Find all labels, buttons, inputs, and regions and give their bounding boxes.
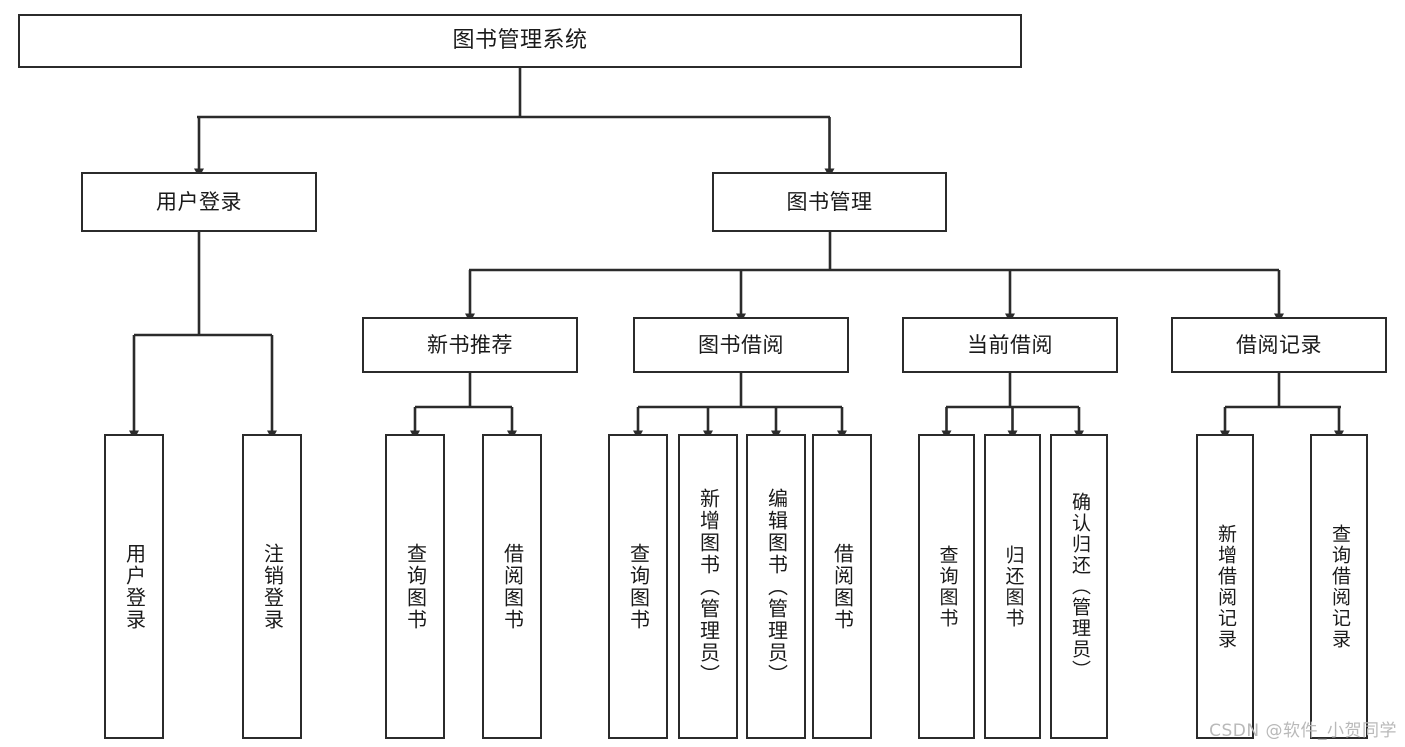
node-root[interactable]: 图书管理系统	[18, 14, 1022, 68]
node-label-root: 图书管理系统	[452, 28, 588, 54]
node-label-new-book-rec: 新书推荐	[427, 332, 513, 357]
node-current-borrow[interactable]: 当前借阅	[902, 317, 1118, 373]
node-new-book-rec[interactable]: 新书推荐	[362, 317, 578, 373]
node-label-leaf-query-book-2: 查询图书	[626, 542, 651, 631]
node-label-leaf-borrow-book-2: 借阅图书	[830, 542, 855, 631]
node-leaf-confirm-return[interactable]: 确认归还（管理员）	[1050, 434, 1108, 739]
node-label-leaf-query-book-3: 查询图书	[936, 544, 959, 629]
node-leaf-edit-book[interactable]: 编辑图书（管理员）	[746, 434, 806, 739]
node-user-login[interactable]: 用户登录	[81, 172, 317, 232]
node-label-leaf-user-logout: 注销登录	[260, 542, 285, 631]
node-leaf-query-book-1[interactable]: 查询图书	[385, 434, 445, 739]
csdn-watermark: CSDN @软件_小贺同学	[1209, 721, 1397, 741]
node-leaf-add-record[interactable]: 新增借阅记录	[1196, 434, 1254, 739]
node-leaf-user-login[interactable]: 用户登录	[104, 434, 164, 739]
node-leaf-query-record[interactable]: 查询借阅记录	[1310, 434, 1368, 739]
node-label-leaf-query-record: 查询借阅记录	[1328, 523, 1351, 650]
node-label-book-borrow: 图书借阅	[698, 332, 784, 357]
node-label-leaf-confirm-return: 确认归还（管理员）	[1068, 492, 1091, 681]
edges-group	[129, 68, 1344, 440]
node-book-borrow[interactable]: 图书借阅	[633, 317, 849, 373]
node-leaf-query-book-2[interactable]: 查询图书	[608, 434, 668, 739]
node-label-leaf-return-book: 归还图书	[1002, 544, 1025, 629]
node-label-borrow-record: 借阅记录	[1236, 332, 1322, 357]
node-label-leaf-user-login: 用户登录	[122, 542, 147, 631]
node-book-manage[interactable]: 图书管理	[712, 172, 947, 232]
node-label-leaf-query-book-1: 查询图书	[403, 542, 428, 631]
node-borrow-record[interactable]: 借阅记录	[1171, 317, 1387, 373]
node-label-leaf-edit-book: 编辑图书（管理员）	[764, 487, 789, 686]
node-label-leaf-add-book: 新增图书（管理员）	[696, 487, 721, 686]
node-label-leaf-add-record: 新增借阅记录	[1214, 523, 1237, 650]
node-label-current-borrow: 当前借阅	[967, 332, 1053, 357]
node-label-book-manage: 图书管理	[786, 189, 873, 214]
node-leaf-query-book-3[interactable]: 查询图书	[918, 434, 975, 739]
node-leaf-user-logout[interactable]: 注销登录	[242, 434, 302, 739]
node-leaf-borrow-book-1[interactable]: 借阅图书	[482, 434, 542, 739]
node-leaf-add-book[interactable]: 新增图书（管理员）	[678, 434, 738, 739]
node-label-leaf-borrow-book-1: 借阅图书	[500, 542, 525, 631]
node-label-user-login: 用户登录	[156, 189, 242, 214]
node-leaf-borrow-book-2[interactable]: 借阅图书	[812, 434, 872, 739]
node-leaf-return-book[interactable]: 归还图书	[984, 434, 1041, 739]
